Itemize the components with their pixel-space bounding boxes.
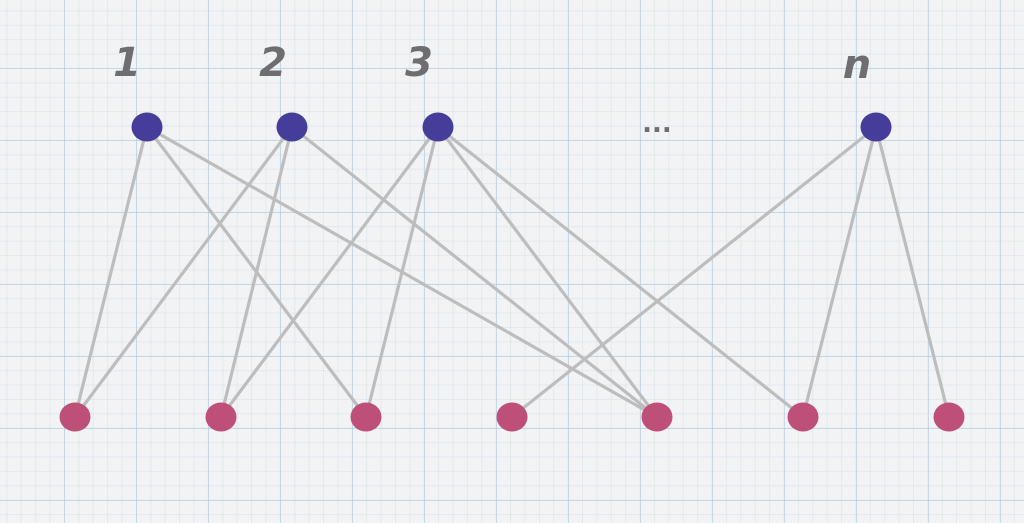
edge-t1-b1	[73, 125, 149, 419]
bottom-node-b6	[787, 402, 819, 432]
edge-t2-b1	[73, 125, 294, 419]
edge-t3-b6	[436, 125, 805, 419]
nodes-layer	[59, 112, 965, 432]
bottom-node-b2	[205, 402, 237, 432]
edge-t3-b2	[219, 125, 440, 419]
edge-tn-b6	[801, 125, 878, 419]
edge-t3-b5	[436, 125, 659, 419]
top-node-t1	[131, 112, 163, 142]
top-node-t3	[422, 112, 454, 142]
top-node-t2	[276, 112, 308, 142]
bottom-node-b5	[641, 402, 673, 432]
bottom-node-b4	[496, 402, 528, 432]
edges-layer	[73, 125, 951, 419]
edge-t2-b2	[219, 125, 294, 419]
top-label-3: 3	[405, 40, 433, 86]
labels-layer: 1 2 3 n ...	[113, 40, 871, 139]
ellipsis-label: ...	[642, 109, 672, 139]
edge-t3-b3	[364, 125, 440, 419]
top-label-1: 1	[113, 40, 141, 86]
bottom-node-b3	[350, 402, 382, 432]
top-node-tn	[860, 112, 892, 142]
edge-tn-b4	[510, 125, 878, 419]
top-label-n: n	[843, 42, 871, 88]
bottom-node-b1	[59, 402, 91, 432]
top-label-2: 2	[259, 40, 287, 86]
bottom-node-b7	[933, 402, 965, 432]
edge-t2-b5	[290, 125, 659, 419]
edge-tn-b7	[874, 125, 951, 419]
